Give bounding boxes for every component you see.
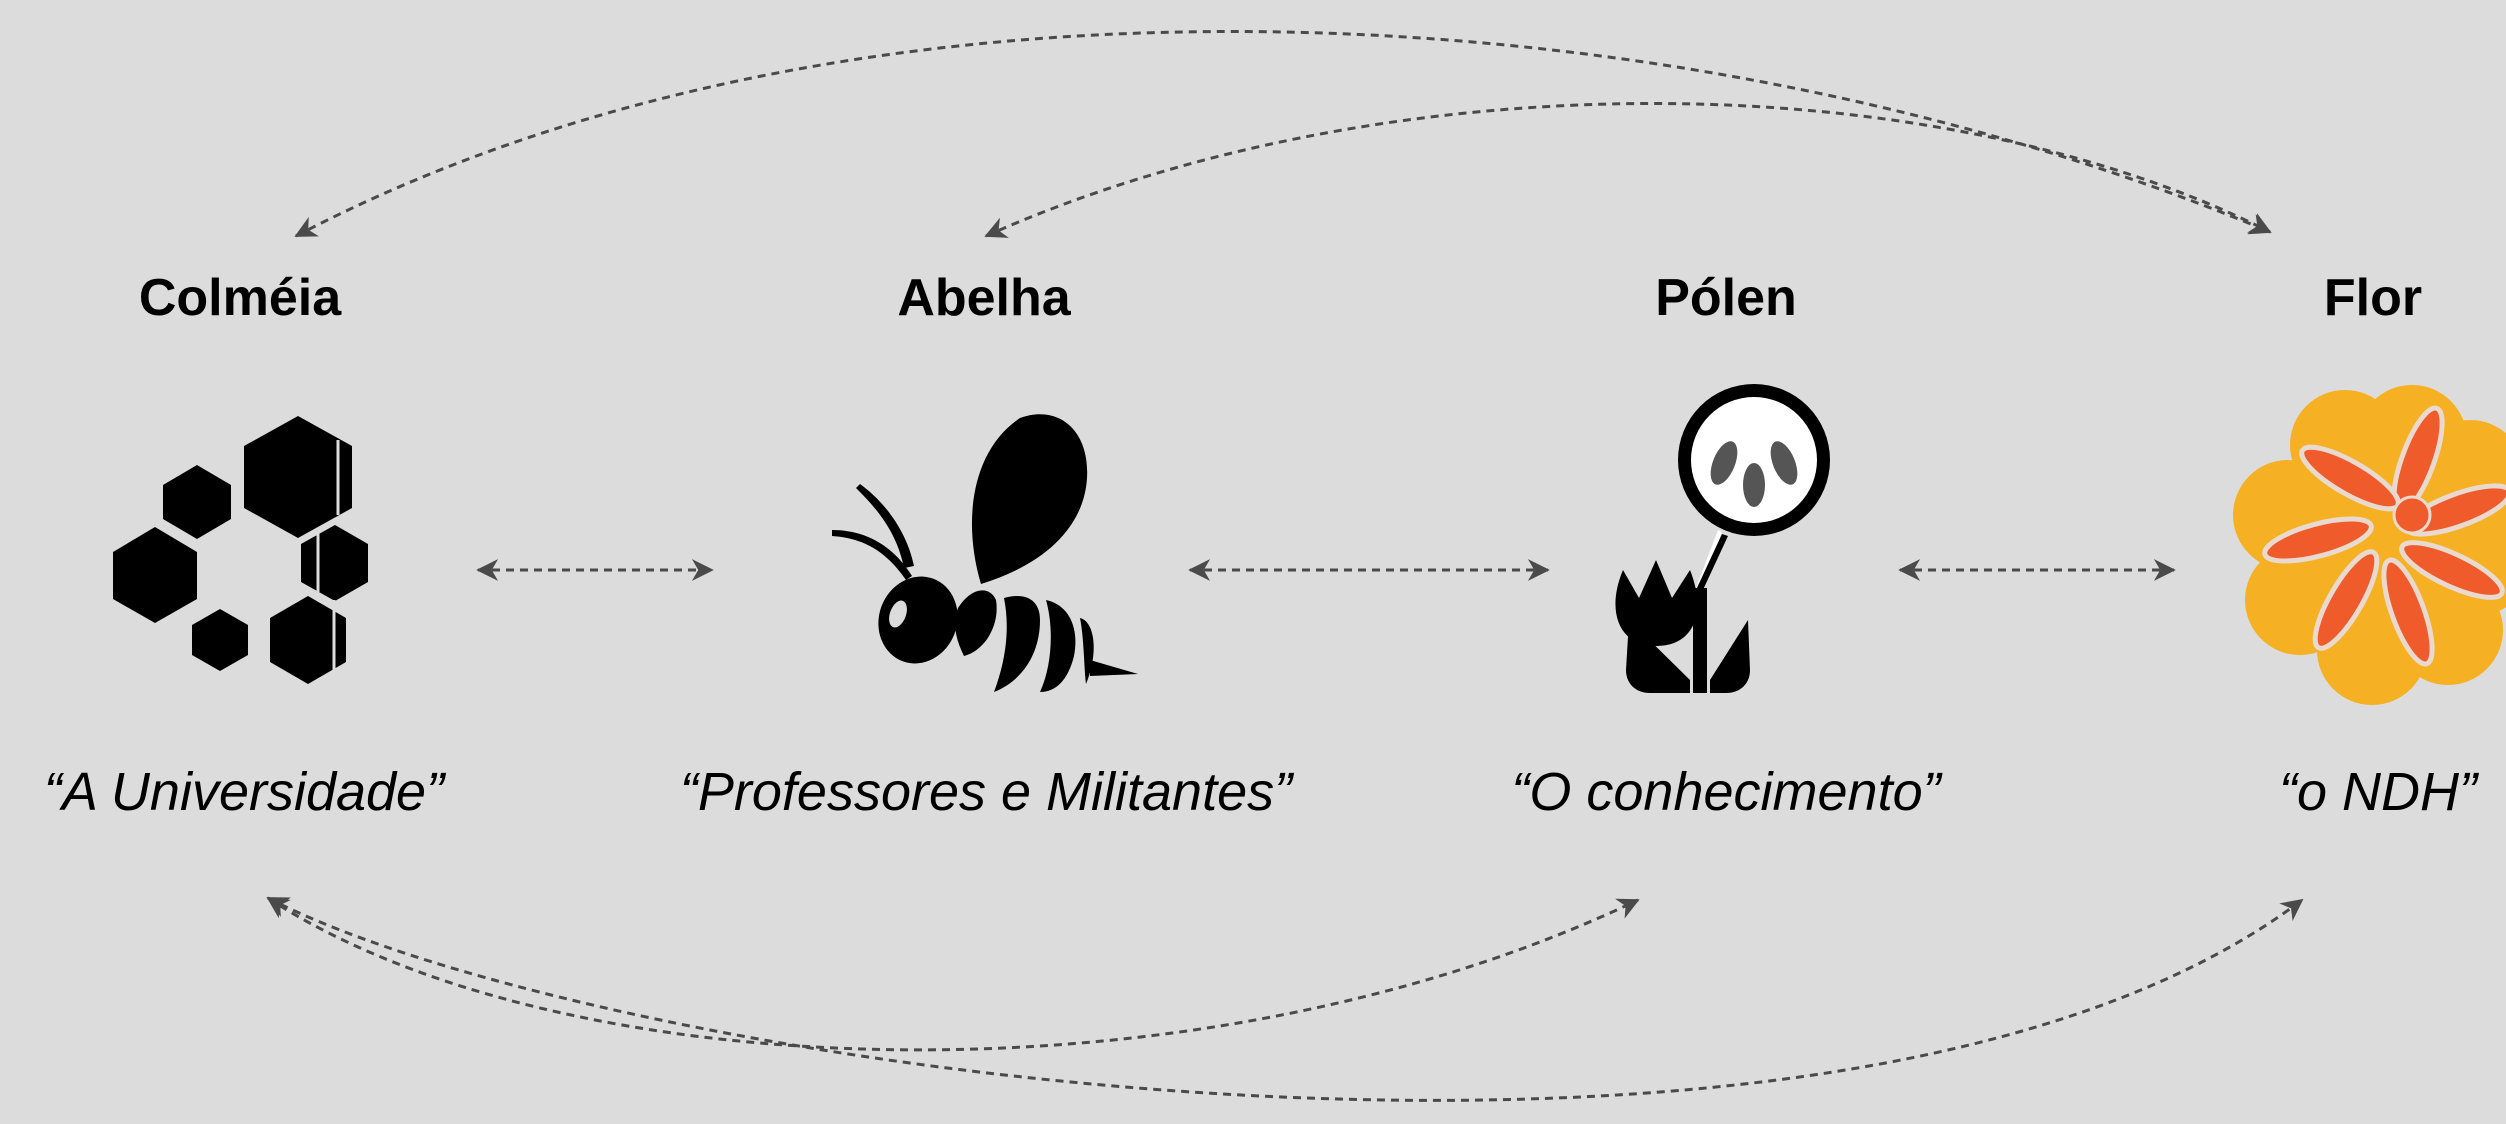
node-title-polen: Pólen	[1655, 269, 1797, 327]
link-colmeia-polen-bottom	[266, 896, 1640, 1052]
node-subtitle-abelha: “Professores e Militantes”	[679, 762, 1293, 822]
node-subtitle-polen: “O conhecimento”	[1511, 762, 1941, 822]
link-abelha-flor-top	[984, 102, 2272, 238]
node-subtitle-flor: “o NDH”	[2279, 762, 2477, 822]
node-title-flor: Flor	[2323, 269, 2423, 327]
node-title-abelha: Abelha	[897, 269, 1071, 327]
link-colmeia-flor-bottom	[266, 896, 2304, 1102]
link-colmeia-flor-top	[294, 30, 2272, 238]
node-subtitle-colmeia: “A Universidade”	[43, 762, 445, 822]
node-title-colmeia: Colméia	[138, 269, 342, 327]
